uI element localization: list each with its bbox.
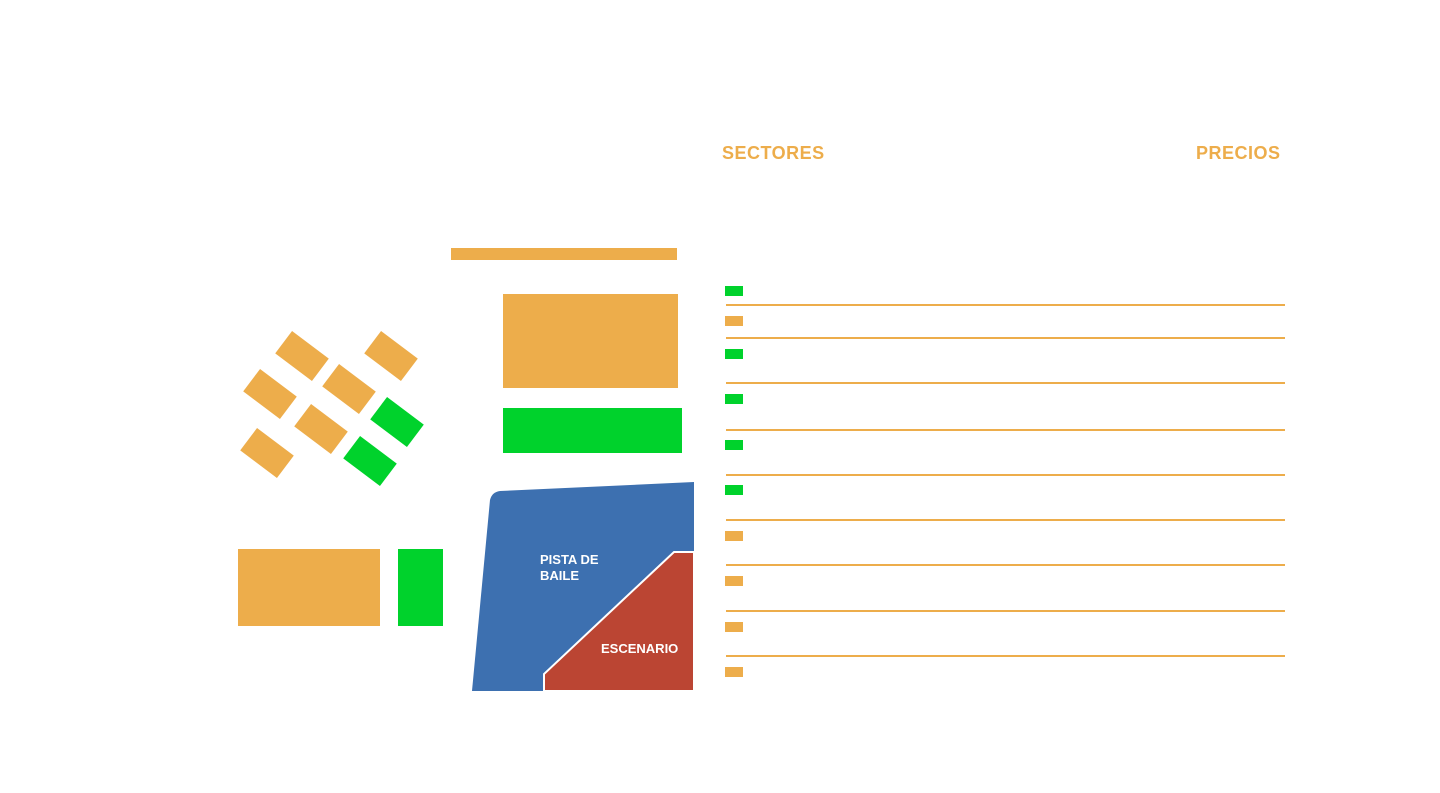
legend-divider <box>726 610 1285 612</box>
legend-divider <box>726 474 1285 476</box>
legend-row[interactable] <box>722 571 1285 591</box>
legend-row[interactable] <box>722 435 1285 455</box>
legend-row[interactable] <box>722 344 1285 364</box>
legend-swatch <box>725 286 743 296</box>
legend-row[interactable] <box>722 281 1285 301</box>
legend-swatch <box>725 485 743 495</box>
legend-swatch <box>725 440 743 450</box>
legend-swatch <box>725 316 743 326</box>
legend-swatch <box>725 349 743 359</box>
legend-divider <box>726 564 1285 566</box>
legend-swatch <box>725 531 743 541</box>
legend-row[interactable] <box>722 311 1285 331</box>
legend-divider <box>726 519 1285 521</box>
legend-row[interactable] <box>722 617 1285 637</box>
sectors-heading: SECTORES <box>722 143 825 163</box>
sector-lower-green-block[interactable] <box>398 549 443 626</box>
stage[interactable] <box>543 551 695 692</box>
sector-lower-left-block[interactable] <box>238 549 380 626</box>
legend-row[interactable] <box>722 526 1285 546</box>
legend-row[interactable] <box>722 480 1285 500</box>
legend-divider <box>726 304 1285 306</box>
legend-swatch <box>725 622 743 632</box>
legend-row[interactable] <box>722 389 1285 409</box>
legend-row[interactable] <box>722 662 1285 682</box>
legend-swatch <box>725 394 743 404</box>
prices-heading: PRECIOS <box>1196 143 1281 163</box>
dance-floor-label-line2: BAILE <box>540 568 579 583</box>
dance-floor-label-line1: PISTA DE <box>540 552 599 567</box>
legend-divider <box>726 382 1285 384</box>
legend-divider <box>726 337 1285 339</box>
sector-top-bar[interactable] <box>451 248 677 260</box>
stage-label: ESCENARIO <box>601 641 678 656</box>
legend-divider <box>726 429 1285 431</box>
sector-green-block[interactable] <box>503 408 682 453</box>
legend-divider <box>726 655 1285 657</box>
legend-swatch <box>725 576 743 586</box>
legend-swatch <box>725 667 743 677</box>
sector-upper-block[interactable] <box>503 294 678 388</box>
